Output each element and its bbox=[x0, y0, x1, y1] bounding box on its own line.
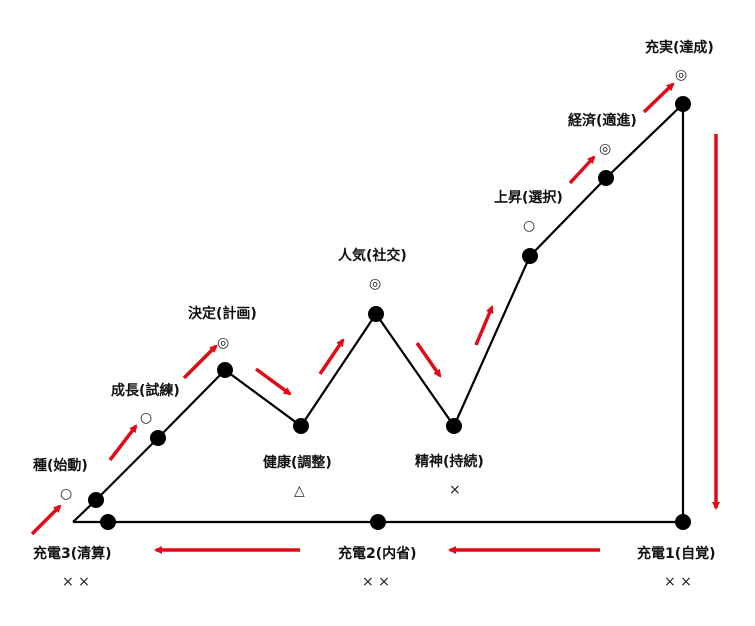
node-juuden3 bbox=[100, 514, 116, 530]
mark-kenko: △ bbox=[294, 483, 305, 499]
arrow-up-icon bbox=[108, 424, 138, 462]
label-joshou: 上昇(選択) bbox=[494, 189, 563, 206]
arrow-down-icon bbox=[415, 341, 442, 378]
arrow-up-icon bbox=[568, 155, 596, 185]
arrow-up-icon bbox=[182, 344, 218, 380]
cycle-nodes bbox=[88, 96, 691, 530]
label-ninki: 人気(社交) bbox=[338, 247, 407, 264]
mark-juuden1: × × bbox=[664, 574, 692, 590]
label-seicho: 成長(試練) bbox=[111, 382, 180, 399]
label-kettei: 決定(計画) bbox=[188, 305, 257, 322]
node-juuden2 bbox=[370, 514, 386, 530]
mark-juujitsu: ◎ bbox=[675, 67, 687, 83]
node-ninki bbox=[368, 306, 384, 322]
arrow-down-icon bbox=[254, 367, 292, 396]
label-kenko: 健康(調整) bbox=[263, 454, 332, 471]
label-juuden3: 充電3(清算) bbox=[33, 545, 112, 562]
mark-joshou: ○ bbox=[523, 218, 535, 234]
node-seicho bbox=[150, 430, 166, 446]
node-juuden1 bbox=[675, 514, 691, 530]
stage-labels: 種(始動) ○ 成長(試練) ○ 決定(計画) ◎ 健康(調整) △ 人気(社交… bbox=[33, 39, 716, 590]
node-keizai bbox=[598, 170, 614, 186]
mark-keizai: ◎ bbox=[599, 141, 611, 157]
mark-seishin: × bbox=[449, 482, 461, 498]
arrow-up-icon bbox=[318, 338, 345, 375]
mark-kettei: ◎ bbox=[217, 335, 229, 351]
mark-seicho: ○ bbox=[140, 410, 152, 426]
mark-juuden3: × × bbox=[62, 574, 90, 590]
node-joshou bbox=[522, 248, 538, 264]
label-juujitsu: 充実(達成) bbox=[645, 39, 714, 56]
node-juujitsu bbox=[675, 96, 691, 112]
node-seishin bbox=[446, 418, 462, 434]
cycle-path bbox=[72, 101, 685, 524]
node-shu bbox=[88, 492, 104, 508]
flow-arrows bbox=[30, 82, 720, 554]
label-shu: 種(始動) bbox=[33, 457, 88, 474]
label-seishin: 精神(持続) bbox=[415, 453, 484, 470]
mark-juuden2: × × bbox=[362, 574, 390, 590]
mark-shu: ○ bbox=[60, 486, 72, 502]
arrow-up-icon bbox=[30, 504, 62, 536]
node-kettei bbox=[217, 362, 233, 378]
arrow-up-icon bbox=[642, 82, 675, 114]
label-juuden2: 充電2(内省) bbox=[338, 545, 417, 562]
arrow-up-icon bbox=[474, 305, 494, 346]
mark-ninki: ◎ bbox=[369, 276, 381, 292]
label-juuden1: 充電1(自覚) bbox=[637, 545, 716, 562]
node-kenko bbox=[293, 418, 309, 434]
label-keizai: 経済(適進) bbox=[568, 112, 637, 129]
